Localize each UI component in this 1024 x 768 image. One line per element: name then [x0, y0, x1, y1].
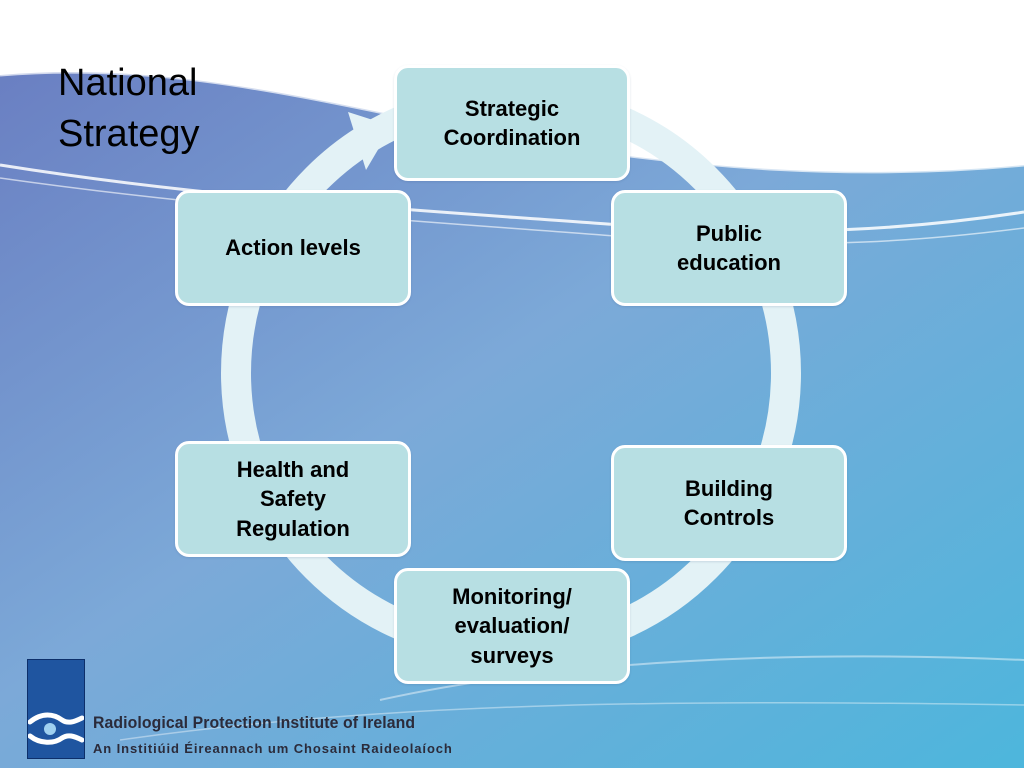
rpii-logo	[27, 659, 85, 759]
slide-title-text: National Strategy	[58, 62, 200, 155]
slide-title: National Strategy	[58, 58, 278, 159]
org-name: Radiological Protection Institute of Ire…	[93, 713, 416, 732]
node-label: Action levels	[225, 235, 361, 261]
node-strategic-coordination: Strategic Coordination	[394, 65, 630, 181]
node-building-controls: Building Controls	[611, 445, 847, 561]
org-name-irish: An Institiúid Éireannach um Chosaint Rai…	[93, 741, 453, 756]
node-label: Strategic Coordination	[443, 95, 581, 150]
footer-branding: Radiological Protection Institute of Ire…	[25, 657, 465, 761]
node-action-levels: Action levels	[175, 190, 411, 306]
node-label: Building Controls	[683, 475, 775, 530]
node-label: Public education	[677, 220, 781, 275]
node-monitoring-evaluation-surveys: Monitoring/ evaluation/ surveys	[394, 568, 630, 684]
node-label: Monitoring/ evaluation/ surveys	[452, 584, 572, 668]
node-label: Health and Safety Regulation	[236, 457, 350, 541]
hands-icon	[27, 712, 85, 745]
cycle-arrow-head	[348, 112, 392, 170]
node-health-and-safety-regulation: Health and Safety Regulation	[175, 441, 411, 557]
node-public-education: Public education	[611, 190, 847, 306]
